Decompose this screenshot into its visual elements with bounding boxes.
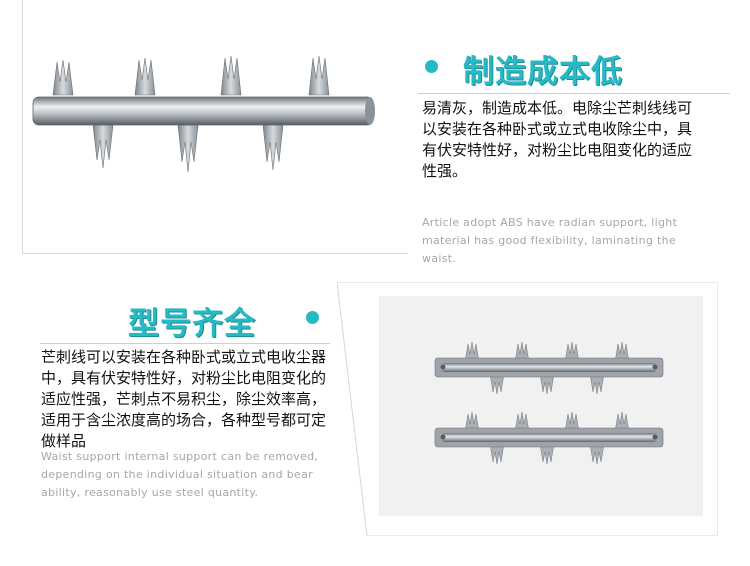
lower-wire [434, 411, 664, 465]
section1-divider [418, 93, 730, 94]
section1-heading: 制造成本低 [463, 54, 623, 90]
product-image-single-spike-wire [22, 0, 408, 254]
section2-divider [40, 343, 330, 344]
spike-wire-illustration [32, 55, 375, 173]
upper-wire [434, 341, 664, 395]
section2-english: Waist support internal support can be re… [41, 450, 319, 499]
section2-bullet-icon [306, 311, 319, 324]
product-image-double-spike-wire [337, 282, 718, 536]
section2-heading: 型号齐全 [128, 306, 256, 342]
section1-bullet-icon [425, 60, 438, 73]
section1-body: 易清灰，制造成本低。电除尘芒刺线线可以安装在各种卧式或立式电收除尘中，具有伏安特… [422, 99, 693, 180]
section2-body: 芒刺线可以安装在各种卧式或立式电收尘器中，具有伏安特性好，对粉尘比电阻变化的适应… [41, 348, 327, 450]
section1-english: Article adopt ABS have radian support, l… [422, 216, 678, 265]
